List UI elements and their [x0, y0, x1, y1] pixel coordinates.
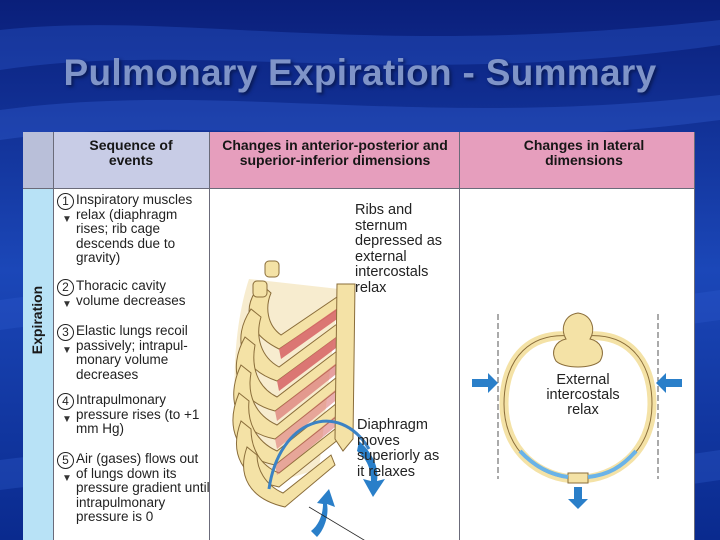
step-number: 5: [57, 452, 74, 469]
step-number: 1: [57, 193, 74, 210]
step-number: 3: [57, 324, 74, 341]
slide-title: Pulmonary Expiration - Summary: [63, 52, 657, 93]
header-sequence: Sequence of events: [89, 137, 173, 168]
rib-cage-side-illustration: [232, 260, 385, 540]
row-label-cell: Expiration: [23, 189, 53, 540]
step-text: Air (gases) flows out of lungs down its …: [76, 451, 210, 524]
step-text: Elastic lungs recoil passively; intrapul…: [76, 323, 188, 382]
step-4: 4 ▼ Intrapulmonary pressure rises (to +1…: [57, 392, 207, 441]
header-anterior-posterior: Changes in anterior-posterior and superi…: [222, 137, 448, 168]
summary-table: Sequence of events Changes in anterior-p…: [23, 132, 695, 540]
header-ap-cell: Changes in anterior-posterior and superi…: [209, 132, 459, 188]
row-label-expiration: Expiration: [29, 285, 45, 355]
column-divider: [459, 132, 460, 540]
column-divider: [694, 132, 695, 540]
ribs-caption: Ribs and sternum depressed as external i…: [355, 202, 443, 296]
step-1: 1 ▼ Inspiratory muscles relax (diaphragm…: [57, 192, 207, 273]
header-sequence-cell: Sequence of events: [53, 132, 209, 188]
header-lateral-cell: Changes in lateral dimensions: [459, 132, 695, 188]
header-divider: [23, 188, 695, 189]
step-text: Thoracic cavity volume decreases: [76, 278, 186, 308]
down-arrow-icon: ▼: [62, 473, 72, 484]
step-5: 5 ▼ Air (gases) flows out of lungs down …: [57, 451, 210, 538]
diaphragm-caption: Diaphragm moves superiorly as it relaxes: [357, 417, 440, 480]
step-number: 4: [57, 393, 74, 410]
step-2: 2 ▼ Thoracic cavity volume decreases: [57, 278, 207, 315]
down-arrow-icon: ▼: [62, 345, 72, 356]
lateral-caption: External intercostals relax: [546, 372, 620, 418]
step-number: 2: [57, 279, 74, 296]
step-text: Intrapulmonary pressure rises (to +1 mm …: [76, 392, 200, 436]
down-arrow-icon: ▼: [62, 414, 72, 425]
column-divider: [53, 132, 54, 540]
step-text: Inspiratory muscles relax (diaphragm ris…: [76, 192, 193, 265]
header-lateral: Changes in lateral dimensions: [523, 137, 645, 168]
column-divider: [209, 132, 210, 540]
header-corner: [23, 132, 53, 188]
down-arrow-icon: ▼: [62, 299, 72, 310]
down-arrow-icon: ▼: [62, 214, 72, 225]
rib-cage-cross-section-illustration: [472, 312, 682, 509]
step-3: 3 ▼ Elastic lungs recoil passively; intr…: [57, 323, 207, 386]
